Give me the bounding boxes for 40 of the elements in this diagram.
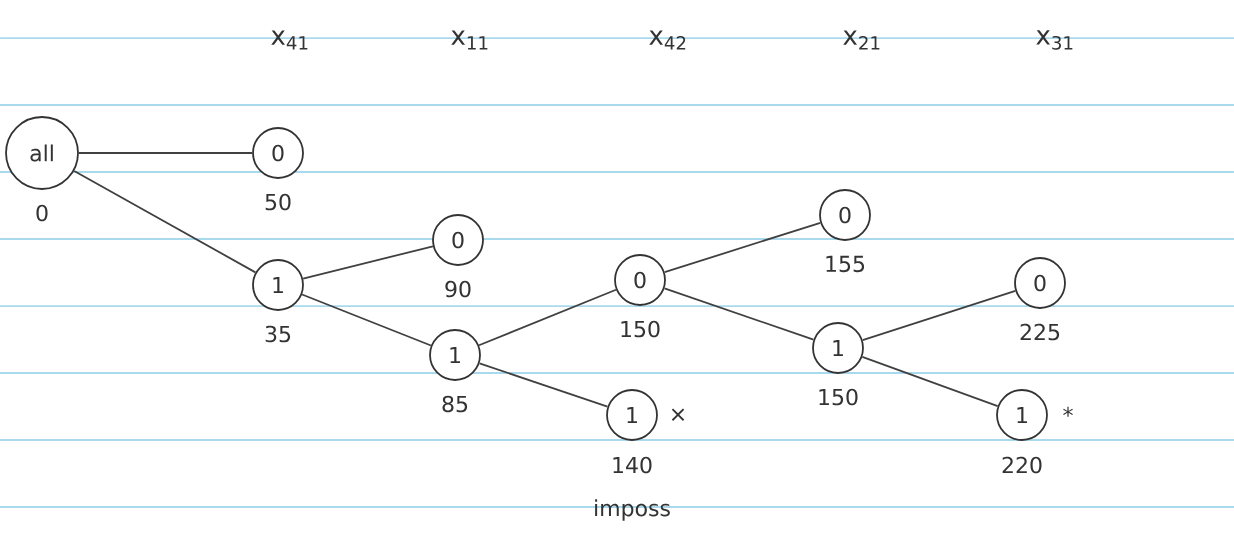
tree-edge [861, 355, 999, 408]
node-value: 35 [265, 325, 291, 343]
node-value: 220 [1002, 456, 1042, 474]
tree-edge [663, 221, 822, 274]
column-heading: x$_{11}$ [451, 30, 488, 50]
column-heading: x$_{21}$ [843, 30, 880, 50]
column-heading: x$_{31}$ [1036, 30, 1073, 50]
tree-edge [78, 152, 253, 154]
node-value: 90 [445, 280, 471, 298]
tree-node: 0 [432, 214, 484, 266]
tree-node: all [5, 116, 79, 190]
tree-edge [478, 288, 617, 347]
column-heading: x$_{42}$ [649, 30, 686, 50]
tree-node: 1 [812, 322, 864, 374]
node-value: 50 [265, 193, 291, 211]
tree-node: 1 [996, 389, 1048, 441]
tree-node: 0 [1014, 257, 1066, 309]
node-value: imposs [595, 499, 670, 521]
tree-edge [301, 293, 432, 347]
tree-edge [663, 287, 815, 341]
tree-node: 1 [606, 389, 658, 441]
tree-node: 1 [429, 329, 481, 381]
node-value: 0 [36, 204, 48, 222]
tree-node: 0 [252, 127, 304, 179]
tree-edge [861, 290, 1017, 341]
tree-node: 0 [614, 254, 666, 306]
node-value: 155 [826, 255, 865, 273]
tree-node: 1 [252, 259, 304, 311]
node-value: 140 [613, 456, 652, 474]
tree-edge [73, 170, 257, 274]
node-value: 225 [1020, 323, 1060, 341]
node-value: 150 [819, 388, 858, 406]
tree-edge [478, 362, 609, 408]
node-value: 85 [442, 395, 468, 413]
tree-node: 0 [819, 189, 871, 241]
node-value: × [671, 408, 685, 421]
node-value: * [1063, 406, 1073, 417]
node-value: 150 [621, 320, 660, 338]
column-heading: x$_{41}$ [271, 30, 308, 50]
tree-edge [302, 245, 434, 280]
